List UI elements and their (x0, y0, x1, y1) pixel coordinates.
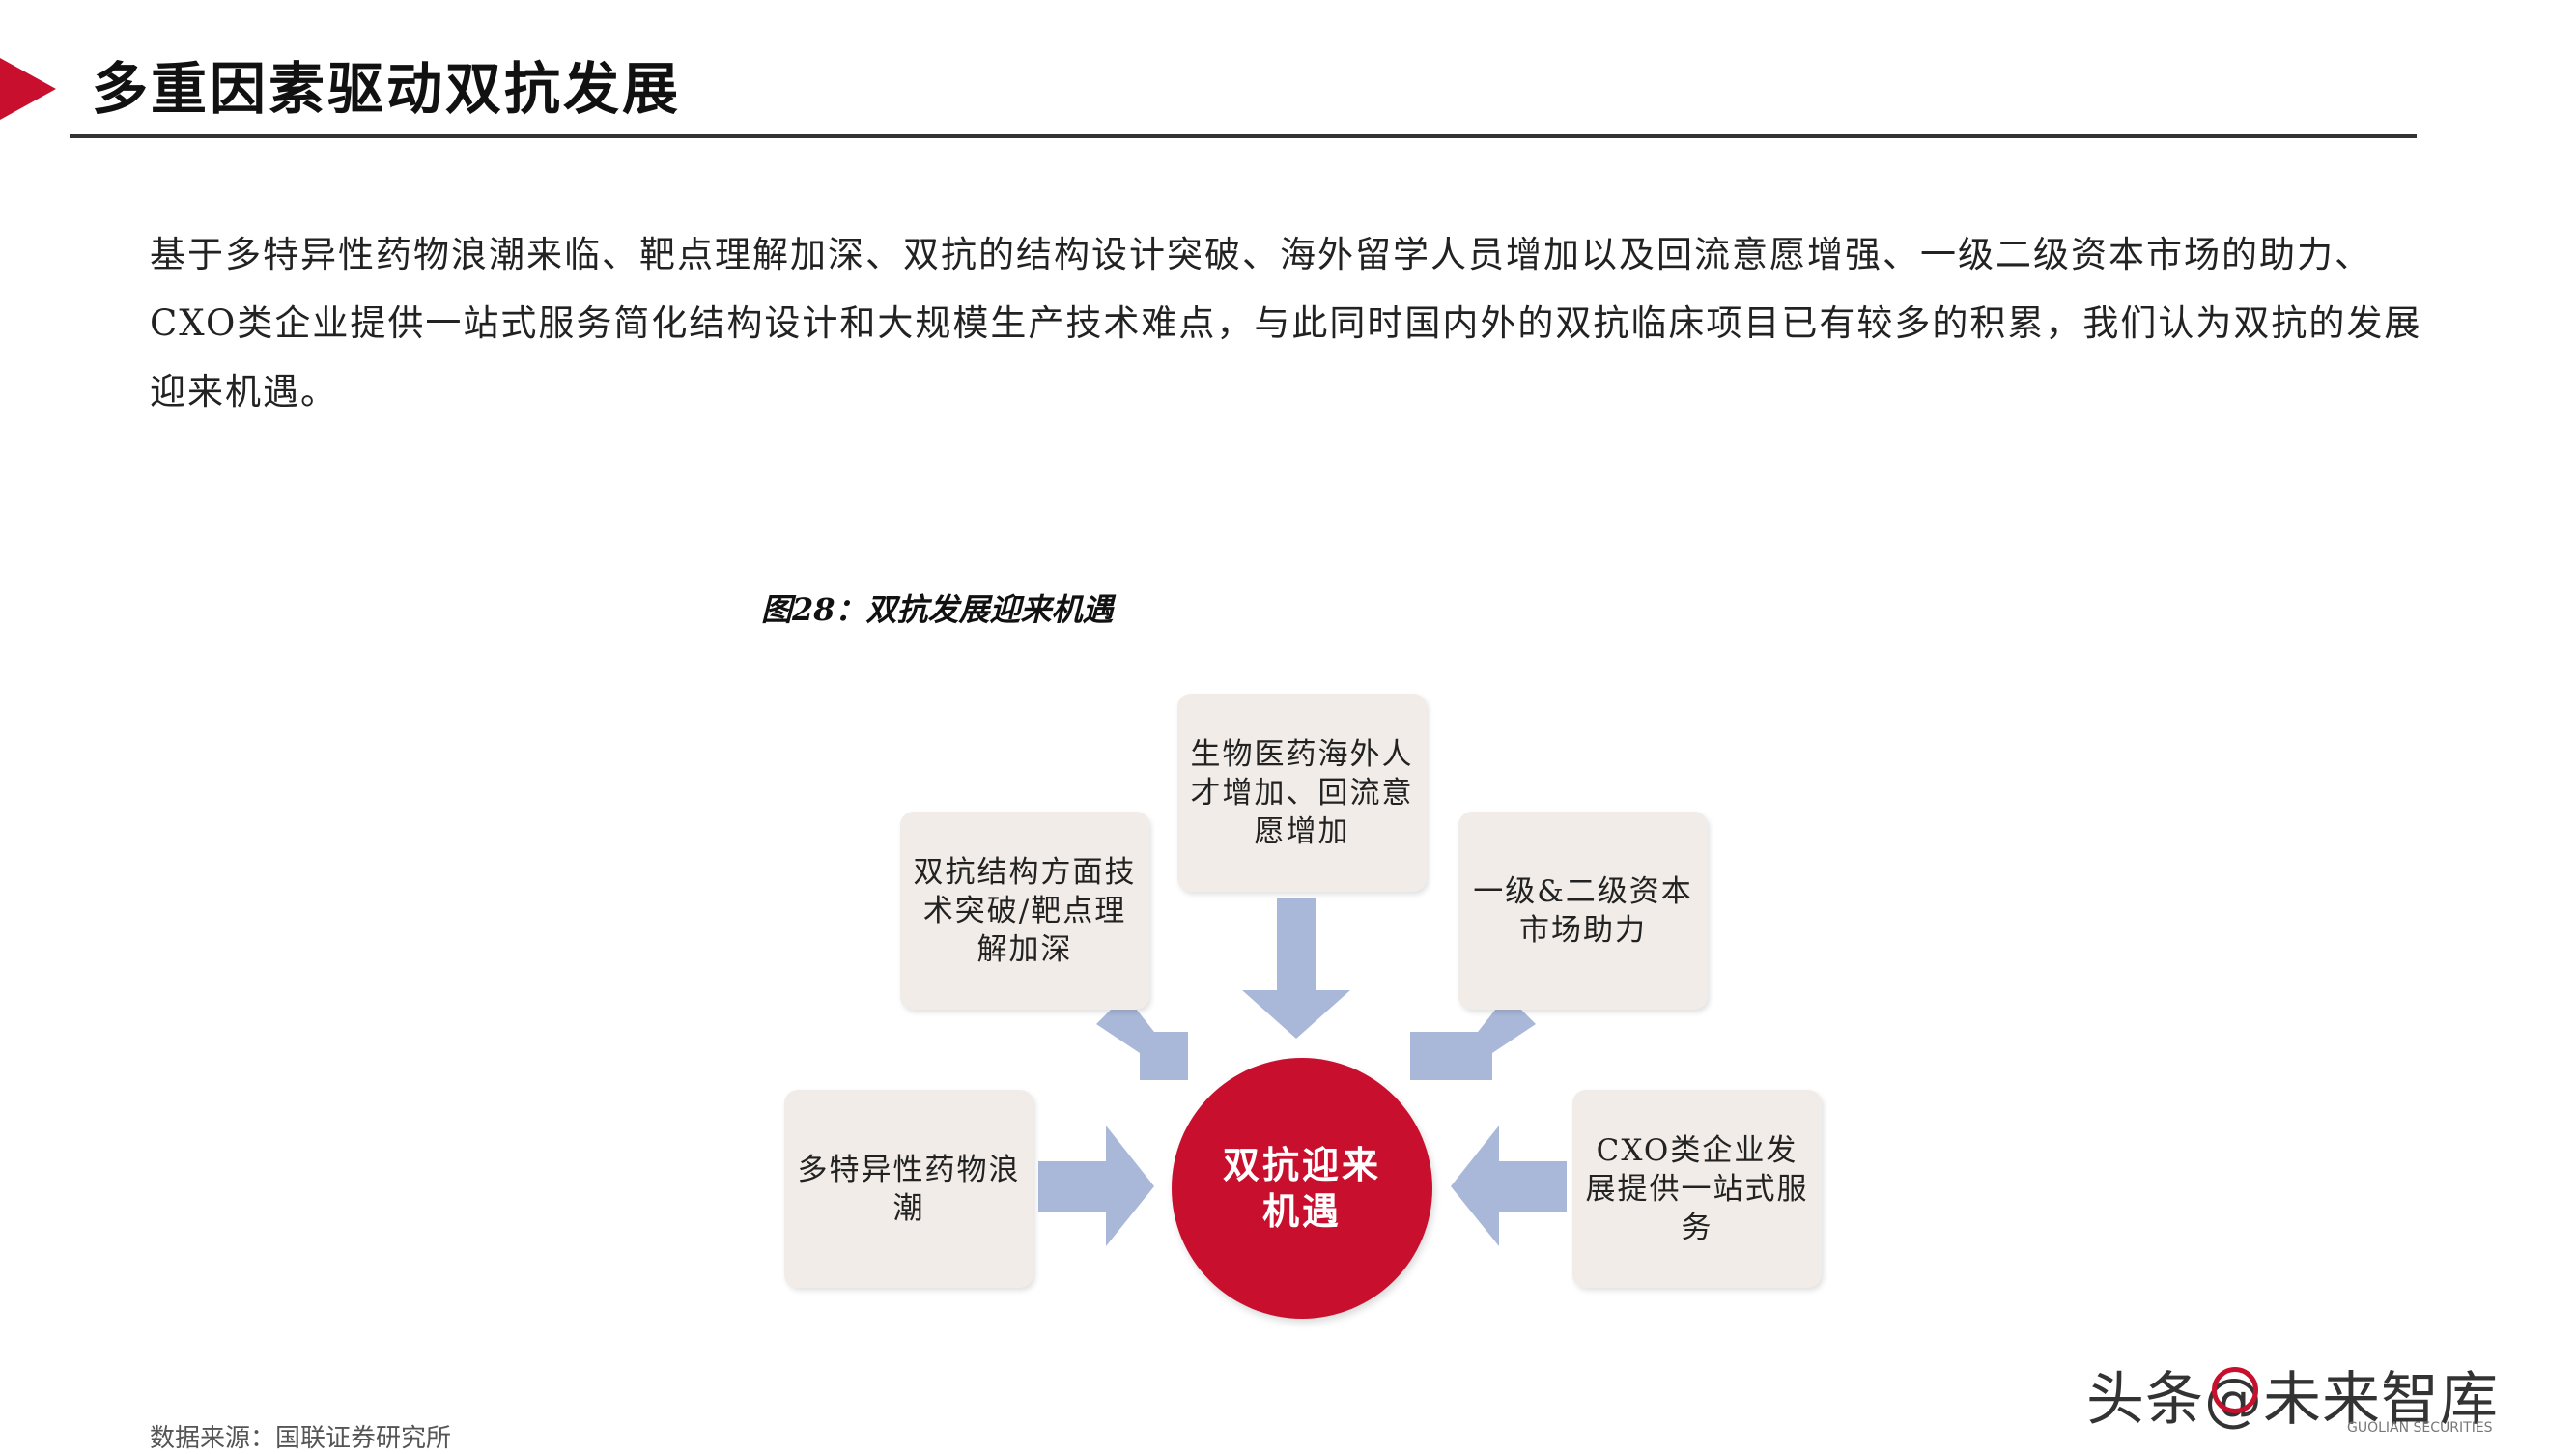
watermark-subtext: GUOLIAN SECURITIES (2347, 1420, 2493, 1436)
box-structure: 双抗结构方面技术突破/靶点理解加深 (900, 812, 1149, 1010)
intro-paragraph: 基于多特异性药物浪潮来临、靶点理解加深、双抗的结构设计突破、海外留学人员增加以及… (150, 234, 2422, 413)
arrow-top (1242, 898, 1350, 1039)
box-cxo: CXO类企业发展提供一站式服务 (1572, 1090, 1822, 1288)
center-label: 双抗迎来机遇 (1222, 1143, 1381, 1233)
box-talent-label: 生物医药海外人才增加、回流意愿增加 (1190, 736, 1414, 849)
box-talent: 生物医药海外人才增加、回流意愿增加 (1177, 694, 1427, 892)
arrow-left (1038, 1126, 1154, 1246)
box-multispecific: 多特异性药物浪潮 (784, 1090, 1033, 1288)
box-structure-label: 双抗结构方面技术突破/靶点理解加深 (913, 854, 1137, 967)
box-capital-label: 一级&二级资本市场助力 (1473, 873, 1693, 948)
data-source: 数据来源：国联证券研究所 (150, 1424, 452, 1453)
center-circle: 双抗迎来机遇 (1172, 1058, 1432, 1319)
figure-caption: 图28：双抗发展迎来机遇 (761, 591, 1114, 628)
watermark-logo-icon (2212, 1367, 2258, 1413)
box-cxo-label: CXO类企业发展提供一站式服务 (1585, 1132, 1809, 1245)
page-title: 多重因素驱动双抗发展 (92, 56, 682, 122)
box-multispecific-label: 多特异性药物浪潮 (797, 1152, 1021, 1226)
box-capital: 一级&二级资本市场助力 (1458, 812, 1708, 1010)
arrow-right (1451, 1126, 1567, 1246)
arrow-upper-right (1410, 995, 1536, 1080)
title-divider (70, 134, 2417, 138)
header-accent-triangle (0, 58, 56, 120)
watermark-text: 头条@未来智库 (2086, 1366, 2499, 1434)
arrow-upper-left (1096, 995, 1188, 1080)
